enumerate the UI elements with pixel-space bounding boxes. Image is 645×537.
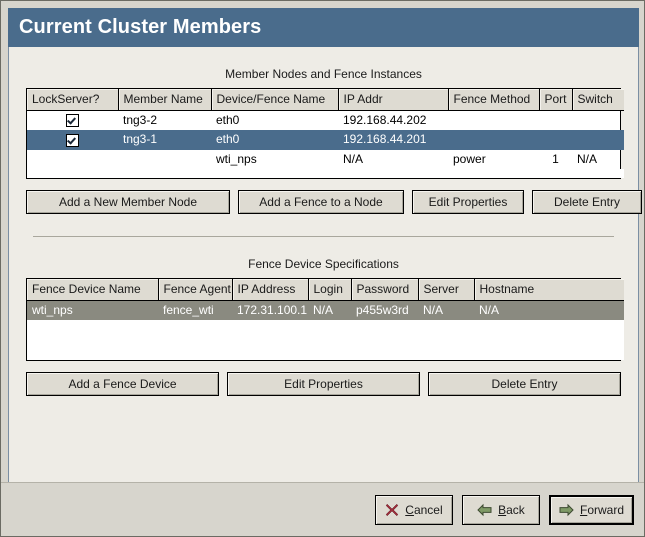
- cell-switch: N/A: [577, 151, 598, 166]
- fence-section-button-row: Add a Fence Device Edit Properties Delet…: [26, 371, 621, 396]
- member-section-button-row: Add a New Member Node Add a Fence to a N…: [26, 189, 642, 214]
- edit-properties-fence-button[interactable]: Edit Properties: [227, 371, 420, 396]
- col-header-member-name[interactable]: Member Name: [118, 89, 212, 111]
- member-table-header-row: LockServer? Member Name Device/Fence Nam…: [27, 89, 624, 111]
- col-header-fence-method[interactable]: Fence Method: [448, 89, 540, 111]
- back-label: Back: [498, 503, 525, 517]
- window-titlebar: Current Cluster Members: [8, 8, 639, 47]
- cell-port: 1: [552, 151, 559, 166]
- cancel-button[interactable]: Cancel: [374, 494, 453, 525]
- footer-divider: [1, 482, 644, 483]
- cell-device-fence-name: wti_nps: [216, 151, 257, 166]
- cancel-x-icon: [385, 503, 399, 517]
- checkbox-checked-icon[interactable]: [66, 133, 79, 147]
- fence-devices-table: Fence Device Name Fence Agent IP Address…: [27, 278, 624, 360]
- col-header-switch[interactable]: Switch: [572, 89, 624, 111]
- table-filler-row: [27, 319, 624, 360]
- cell-login: N/A: [308, 300, 351, 320]
- fence-table-body: wti_nps fence_wti 172.31.100.1 N/A p455w…: [27, 300, 624, 360]
- delete-entry-member-button[interactable]: Delete Entry: [532, 189, 642, 214]
- add-fence-device-button[interactable]: Add a Fence Device: [26, 371, 219, 396]
- fence-devices-table-container: Fence Device Name Fence Agent IP Address…: [26, 277, 624, 361]
- col-header-hostname[interactable]: Hostname: [474, 278, 624, 301]
- col-header-ip-address[interactable]: IP Address: [232, 278, 309, 301]
- section-divider: [33, 235, 614, 237]
- cancel-mnemonic: C: [405, 502, 414, 517]
- back-button[interactable]: Back: [461, 494, 540, 525]
- cell-ip-address: 172.31.100.1: [232, 300, 308, 320]
- cell-member-name: [118, 150, 211, 169]
- main-panel: Member Nodes and Fence Instances LockSer…: [8, 47, 642, 483]
- cell-lockserver[interactable]: [27, 111, 118, 131]
- cell-lockserver: [27, 150, 118, 169]
- cell-fence-method: [448, 130, 539, 150]
- col-header-server[interactable]: Server: [418, 278, 475, 301]
- member-section-caption: Member Nodes and Fence Instances: [225, 67, 422, 81]
- table-empty-space: [27, 168, 624, 178]
- table-row[interactable]: tng3-2 eth0 192.168.44.202: [27, 111, 624, 131]
- col-header-password[interactable]: Password: [351, 278, 419, 301]
- wizard-footer: Cancel Back Forward: [1, 483, 644, 536]
- cell-fence-method: [448, 111, 539, 131]
- cell-ip-addr: N/A: [343, 151, 364, 166]
- cell-password: p455w3rd: [351, 300, 418, 320]
- cell-port: [539, 130, 572, 150]
- forward-button[interactable]: Forward: [548, 494, 634, 525]
- col-header-fence-agent[interactable]: Fence Agent: [158, 278, 233, 301]
- col-header-fence-device-name[interactable]: Fence Device Name: [27, 278, 159, 301]
- col-header-lockserver[interactable]: LockServer?: [27, 89, 119, 111]
- forward-label: Forward: [580, 503, 624, 517]
- forward-mnemonic: F: [579, 502, 588, 517]
- window-title: Current Cluster Members: [19, 16, 262, 38]
- add-new-member-node-button[interactable]: Add a New Member Node: [26, 189, 230, 214]
- fence-table-header-row: Fence Device Name Fence Agent IP Address…: [27, 278, 624, 301]
- cell-hostname: N/A: [474, 300, 624, 320]
- member-table-body: tng3-2 eth0 192.168.44.202 tng3-1 eth0 1…: [27, 111, 624, 178]
- back-rest: ack: [506, 502, 525, 517]
- col-header-login[interactable]: Login: [308, 278, 352, 301]
- edit-properties-member-button[interactable]: Edit Properties: [412, 189, 524, 214]
- add-fence-to-node-button[interactable]: Add a Fence to a Node: [238, 189, 404, 214]
- cell-switch: [572, 130, 624, 150]
- cell-device-fence-name: eth0: [216, 113, 240, 128]
- cell-member-name: tng3-1: [118, 130, 211, 150]
- cell-port: [539, 111, 572, 131]
- cell-ip-addr: 192.168.44.202: [343, 113, 427, 128]
- cell-server: N/A: [418, 300, 474, 320]
- table-row[interactable]: wti_nps fence_wti 172.31.100.1 N/A p455w…: [27, 300, 624, 320]
- arrow-left-icon: [477, 503, 492, 517]
- col-header-port[interactable]: Port: [539, 89, 573, 111]
- checkbox-checked-icon[interactable]: [66, 114, 79, 128]
- cell-fence-agent: fence_wti: [158, 300, 232, 320]
- cell-fence-method: power: [453, 151, 486, 166]
- arrow-right-icon: [559, 503, 574, 517]
- cell-lockserver[interactable]: [27, 130, 118, 150]
- member-nodes-table-container: LockServer? Member Name Device/Fence Nam…: [26, 88, 624, 179]
- cell-member-name: tng3-2: [123, 113, 158, 128]
- table-empty-space: [27, 319, 624, 360]
- cell-ip-addr: 192.168.44.201: [338, 130, 448, 150]
- col-header-ip-addr[interactable]: IP Addr: [338, 89, 449, 111]
- cell-device-fence-name: eth0: [211, 130, 338, 150]
- cell-switch: [572, 111, 624, 131]
- table-filler-row: [27, 168, 624, 178]
- table-row[interactable]: tng3-1 eth0 192.168.44.201: [27, 130, 624, 150]
- cell-fence-device-name: wti_nps: [27, 300, 158, 320]
- delete-entry-fence-button[interactable]: Delete Entry: [428, 371, 621, 396]
- table-row[interactable]: wti_nps N/A power 1 N/A: [27, 150, 624, 169]
- member-nodes-table: LockServer? Member Name Device/Fence Nam…: [27, 89, 624, 178]
- col-header-device-fence-name[interactable]: Device/Fence Name: [211, 89, 339, 111]
- back-mnemonic: B: [498, 502, 507, 517]
- cancel-label: Cancel: [405, 503, 442, 517]
- fence-section-caption: Fence Device Specifications: [248, 256, 399, 271]
- cancel-rest: ancel: [413, 502, 443, 517]
- forward-rest: orward: [587, 502, 624, 517]
